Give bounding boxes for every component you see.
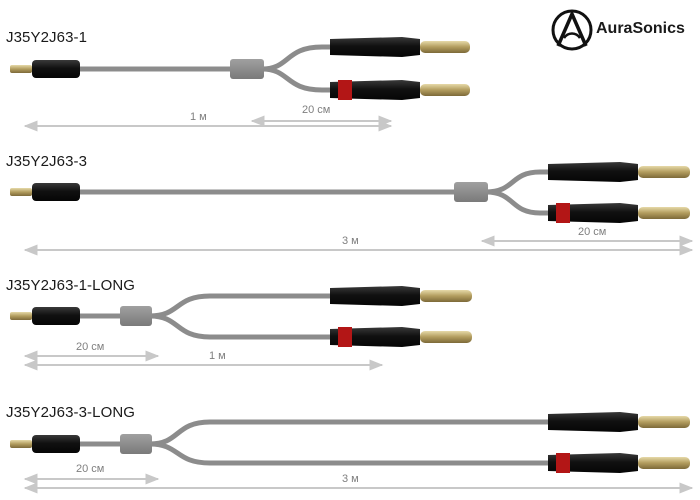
mini-jack-plug-1 — [10, 60, 80, 78]
cable-2-split-length: 20 см — [576, 226, 609, 238]
cable-3-title: J35Y2J63-1-LONG — [6, 277, 136, 294]
splitter-1 — [230, 59, 264, 79]
splitter-3 — [120, 306, 152, 326]
cable-4-title: J35Y2J63-3-LONG — [6, 404, 136, 421]
cable-3-drawing — [10, 286, 472, 371]
cable-3-split-length: 20 см — [74, 341, 107, 353]
mini-jack-plug-4 — [10, 435, 80, 453]
quarter-inch-plug-1b — [330, 80, 470, 100]
cable-4-split-length: 20 см — [74, 463, 107, 475]
cable-2-drawing — [10, 162, 694, 256]
quarter-inch-plug-4a — [548, 412, 690, 432]
splitter-2 — [454, 182, 488, 202]
cable-1-drawing — [10, 37, 470, 132]
cable-4-drawing — [10, 412, 694, 494]
mini-jack-plug-3 — [10, 307, 80, 325]
cable-2-title: J35Y2J63-3 — [6, 153, 88, 170]
cable-3-total-length: 1 м — [207, 350, 228, 362]
cable-1-split-length: 20 см — [300, 104, 333, 116]
splitter-4 — [120, 434, 152, 454]
quarter-inch-plug-2a — [548, 162, 690, 182]
mini-jack-plug-2 — [10, 183, 80, 201]
quarter-inch-plug-2b — [548, 203, 690, 223]
cable-1-total-length: 1 м — [188, 111, 209, 123]
quarter-inch-plug-3a — [330, 286, 472, 306]
quarter-inch-plug-4b — [548, 453, 690, 473]
cable-1-title: J35Y2J63-1 — [6, 29, 88, 46]
brand-name: AuraSonics — [596, 20, 685, 37]
aurasonics-logo-icon — [551, 9, 593, 51]
quarter-inch-plug-3b — [330, 327, 472, 347]
quarter-inch-plug-1a — [330, 37, 470, 57]
cable-2-total-length: 3 м — [340, 235, 361, 247]
cable-4-total-length: 3 м — [340, 473, 361, 485]
